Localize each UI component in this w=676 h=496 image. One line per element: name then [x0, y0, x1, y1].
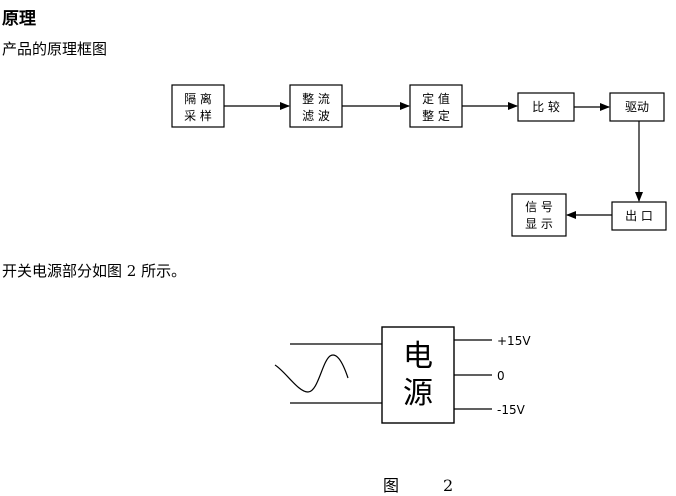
- ac-wave-icon: [274, 354, 349, 393]
- block-set-value: 定 值 整 定: [409, 84, 463, 128]
- block-signal-display: 信 号 显 示: [511, 193, 567, 237]
- rail-label-negative: -15V: [497, 403, 526, 417]
- block-rectify-line2: 滤 波: [302, 109, 330, 123]
- rail-label-positive: +15V: [497, 334, 531, 348]
- block-isolate-sample: 隔 离 采 样: [171, 84, 225, 128]
- heading: 原理: [2, 9, 36, 29]
- block-compare-label: 比 较: [532, 99, 560, 114]
- rail-label-zero: 0: [497, 369, 505, 383]
- block-rectify-line1: 整 流: [302, 91, 330, 106]
- block-output-label: 出 口: [625, 209, 653, 223]
- power-supply-label-line1: 电: [403, 339, 433, 374]
- figure-caption-number: 2: [443, 476, 454, 495]
- switch-power-caption: 开关电源部分如图 2 所示。: [2, 262, 187, 280]
- block-setval-line2: 整 定: [422, 108, 450, 123]
- block-drive: 驱动: [609, 92, 665, 122]
- block-rectify-filter: 整 流 滤 波: [289, 84, 343, 128]
- power-supply-label-line2: 源: [403, 376, 433, 411]
- block-isolate-line1: 隔 离: [184, 91, 212, 106]
- block-drive-label: 驱动: [625, 100, 649, 114]
- block-signal-line1: 信 号: [525, 200, 553, 214]
- power-supply-block: 电 源: [381, 326, 455, 424]
- block-output: 出 口: [611, 201, 667, 231]
- block-setval-line1: 定 值: [422, 91, 450, 106]
- subtitle: 产品的原理框图: [2, 40, 108, 58]
- figure-caption-prefix: 图: [383, 476, 400, 495]
- block-signal-line2: 显 示: [525, 217, 553, 231]
- block-isolate-line2: 采 样: [184, 108, 212, 123]
- block-compare: 比 较: [517, 92, 575, 122]
